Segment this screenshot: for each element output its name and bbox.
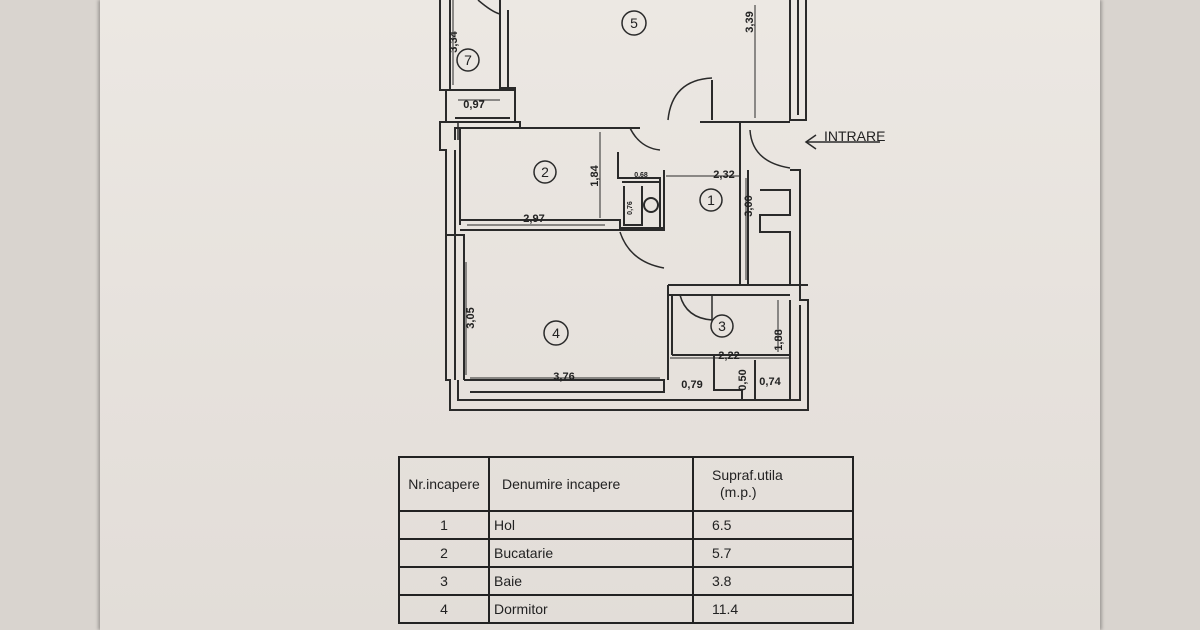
dim-0-68: 0,68: [634, 172, 648, 179]
table-row: 3 Baie 3.8: [398, 566, 854, 596]
table-header-row: Nr.incapere Denumire incapere Supraf.uti…: [398, 456, 854, 512]
dim-0-50: 0,50: [737, 369, 749, 390]
cell-room-area: 11.4: [692, 594, 854, 624]
dim-2-22: 2,22: [718, 350, 739, 362]
cell-room-number: 2: [398, 538, 490, 568]
dim-3-05: 3,05: [465, 307, 477, 328]
table-row: 4 Dormitor 11.4: [398, 594, 854, 624]
dim-3-00: 3,00: [743, 195, 755, 216]
room-number-1: 1: [707, 192, 715, 208]
header-room-number: Nr.incapere: [398, 456, 490, 512]
dim-0-97: 0,97: [463, 99, 484, 111]
header-area-line1: Supraf.utila: [712, 467, 783, 483]
dim-3-39: 3,39: [744, 11, 756, 32]
room-number-2: 2: [541, 164, 549, 180]
cell-room-name: Hol: [488, 510, 694, 540]
dim-0-76: 0,76: [627, 201, 634, 215]
cell-room-area: 6.5: [692, 510, 854, 540]
room-number-4: 4: [552, 325, 560, 341]
header-area-line2: (m.p.): [720, 484, 757, 500]
entrance-label: INTRARE: [824, 128, 885, 144]
cell-room-number: 3: [398, 566, 490, 596]
dimension-labels: 3,34 0,97 3,39 1,84 2,32 0,68 0,76 3,00 …: [448, 11, 785, 391]
dim-1-88: 1,88: [773, 329, 785, 350]
dim-0-79: 0,79: [681, 379, 702, 391]
table-row: 2 Bucatarie 5.7: [398, 538, 854, 568]
doors: [457, 0, 791, 321]
dim-3-76: 3,76: [553, 371, 574, 383]
dimension-lines: [452, 0, 790, 379]
room-markers: 5 7 2 1 4 3: [456, 10, 734, 346]
cell-room-area: 3.8: [692, 566, 854, 596]
room-marker-4: 4: [543, 320, 569, 346]
room-marker-7: 7: [456, 48, 480, 72]
cell-room-area: 5.7: [692, 538, 854, 568]
room-marker-5: 5: [621, 10, 647, 36]
header-usable-area: Supraf.utila (m.p.): [692, 456, 854, 512]
cell-room-name: Bucatarie: [488, 538, 694, 568]
table-row: 1 Hol 6.5: [398, 510, 854, 540]
dim-2-32: 2,32: [713, 169, 734, 181]
room-number-3: 3: [718, 318, 726, 334]
header-room-name: Denumire incapere: [488, 456, 694, 512]
room-marker-2: 2: [533, 160, 557, 184]
room-marker-3: 3: [710, 314, 734, 338]
dim-0-74: 0,74: [759, 376, 781, 388]
cell-room-name: Baie: [488, 566, 694, 596]
room-number-5: 5: [630, 15, 638, 31]
cell-room-number: 4: [398, 594, 490, 624]
rooms-area-table: Nr.incapere Denumire incapere Supraf.uti…: [398, 456, 854, 624]
dim-3-34: 3,34: [448, 30, 460, 52]
cell-room-number: 1: [398, 510, 490, 540]
room-marker-1: 1: [699, 188, 723, 212]
entrance-arrow: [804, 134, 880, 150]
dim-2-97: 2,97: [523, 213, 544, 225]
room-number-7: 7: [464, 52, 472, 68]
dim-1-84: 1,84: [589, 164, 601, 186]
cell-room-name: Dormitor: [488, 594, 694, 624]
